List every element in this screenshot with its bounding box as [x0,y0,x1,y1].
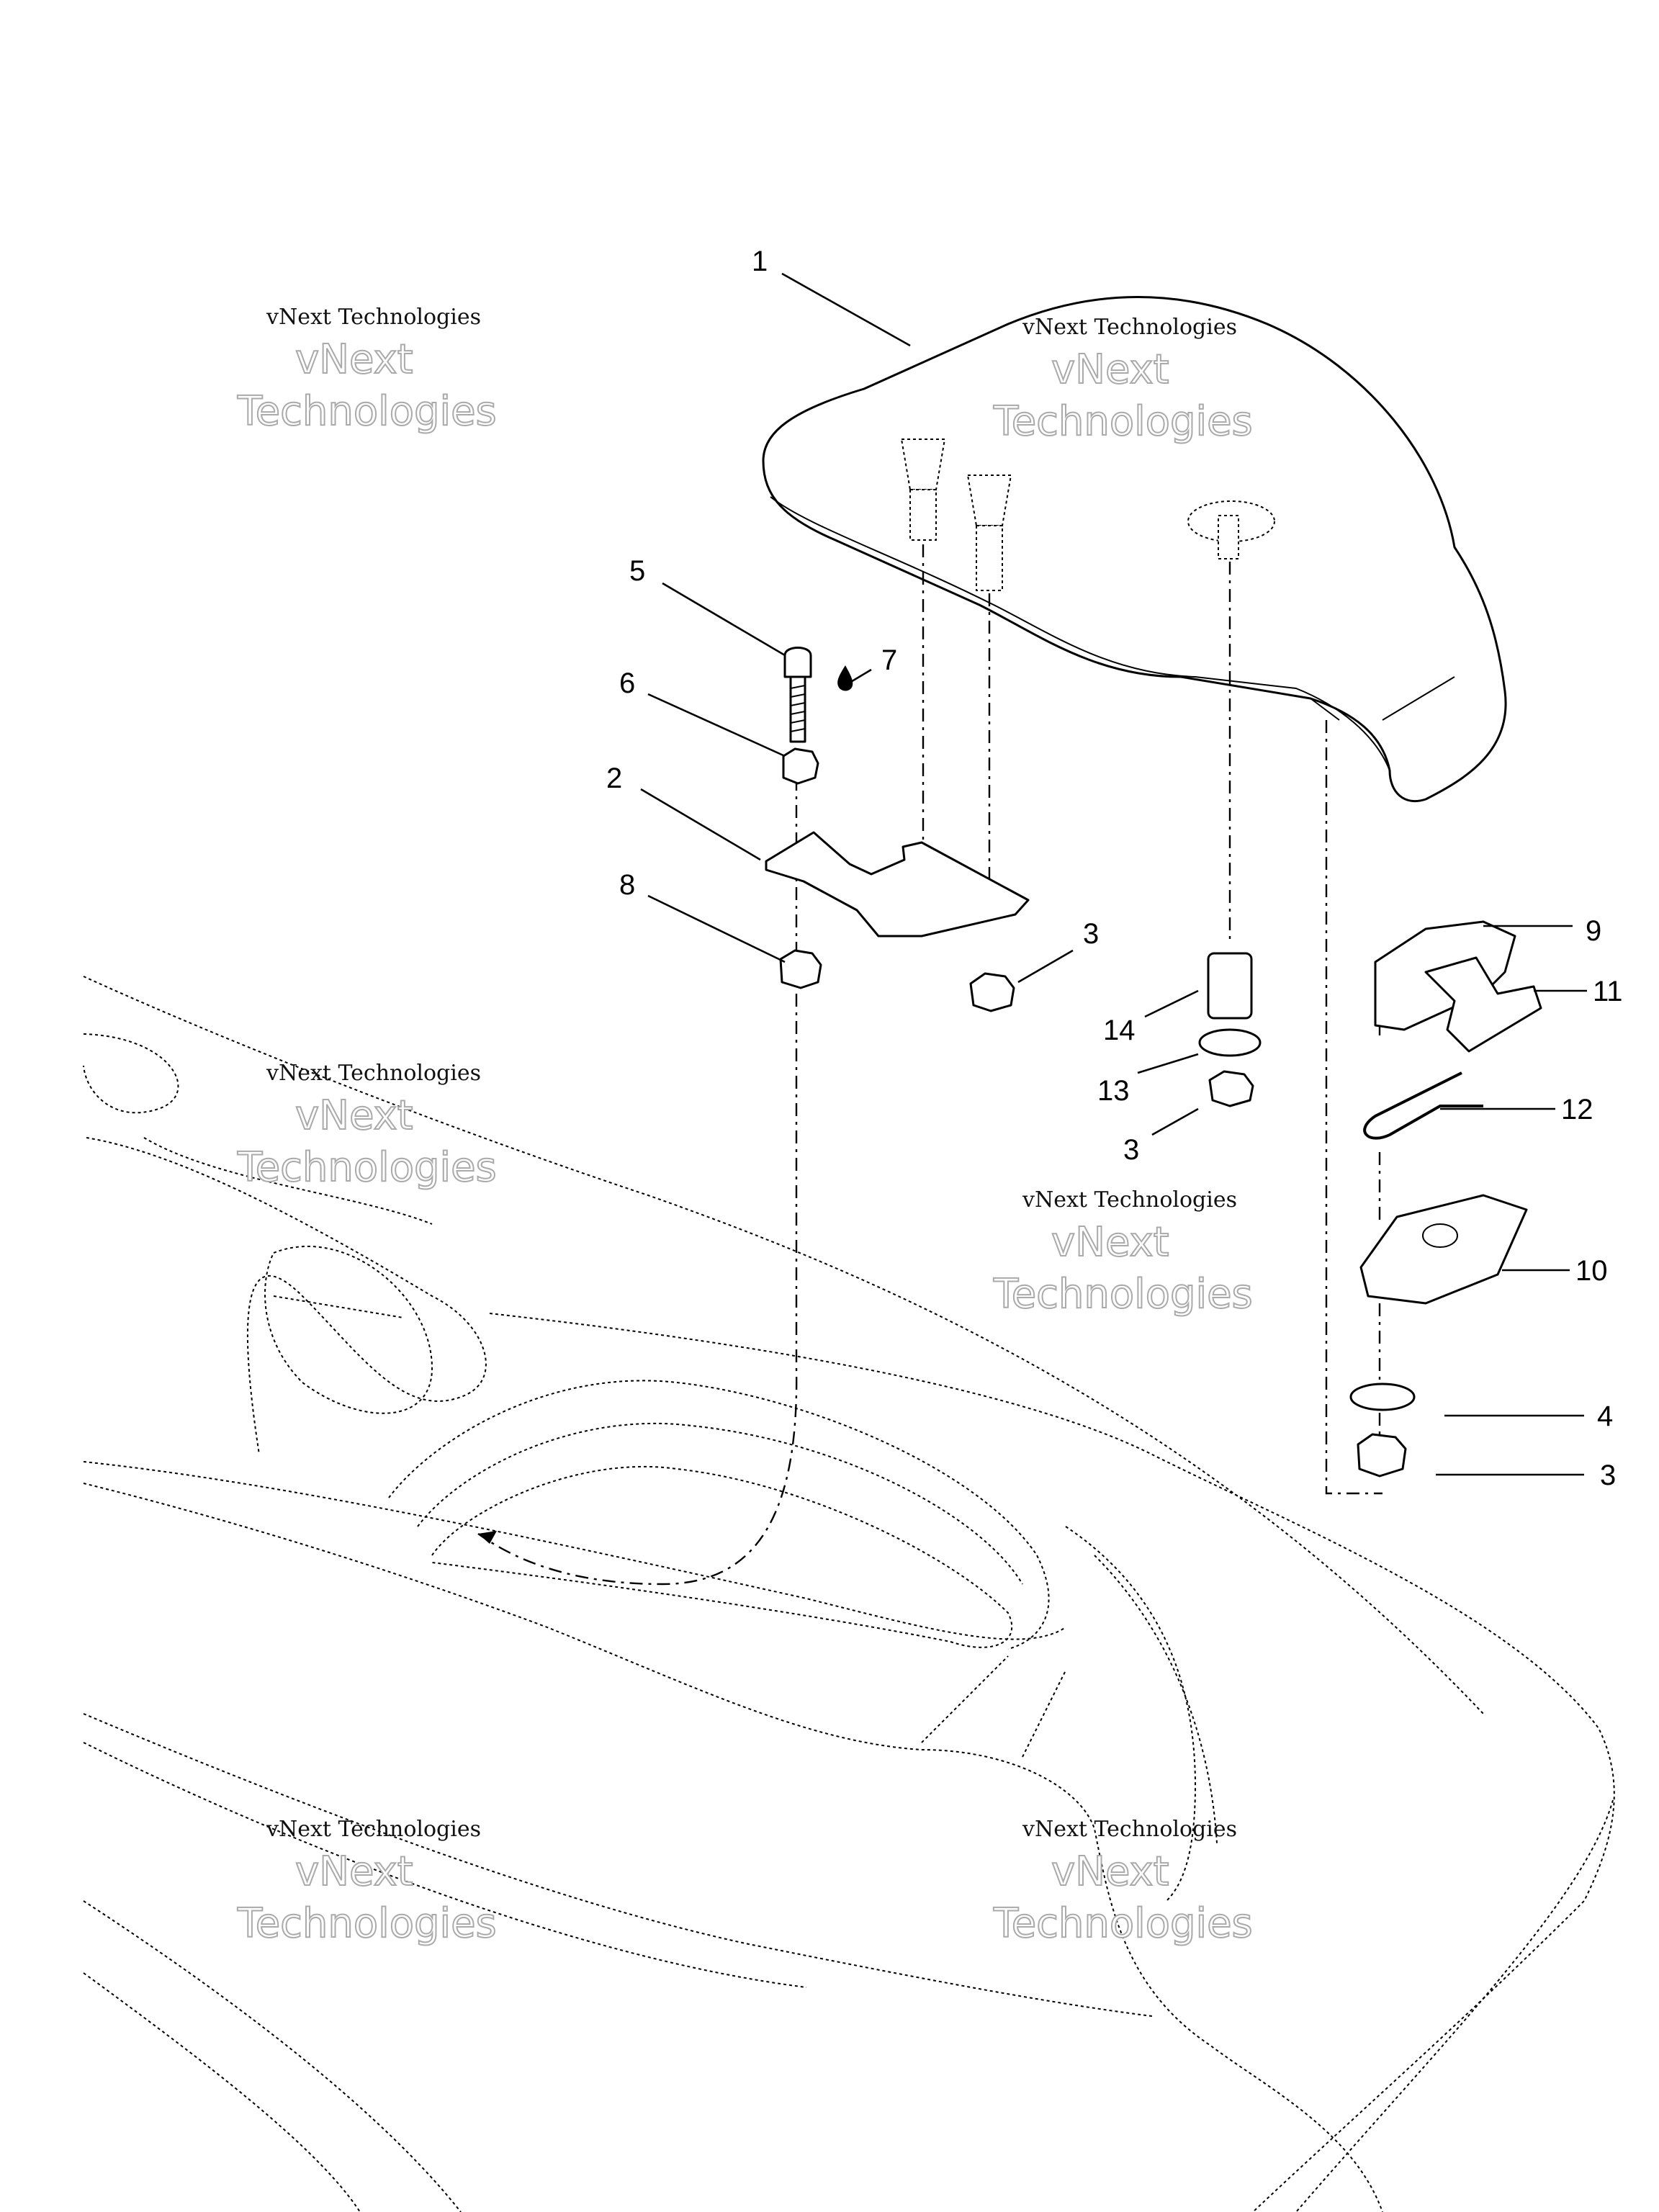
watermark-big-line2: Technologies [237,388,497,435]
callout-8: 8 [619,869,635,901]
callout-3: 3 [1600,1460,1616,1491]
part-11-clip [1424,956,1542,1053]
part-1-cover [762,296,1507,803]
watermark-small: vNext Technologies [1022,1817,1237,1842]
callout-12: 12 [1561,1094,1593,1125]
part-6-nut [782,747,819,785]
part-2-bracket [765,831,1030,938]
watermark: vNext Technologies vNext Technologies [236,1817,498,1948]
watermark: vNext Technologies vNext Technologies [236,1061,498,1192]
callout-1: 1 [752,246,768,277]
watermark-big-line2: Technologies [993,1271,1253,1318]
callout-3: 3 [1083,918,1099,950]
callout-11: 11 [1593,976,1623,1007]
callouts: 1 5 7 6 2 8 3 14 13 3 9 11 12 10 4 3 [606,246,1623,1491]
callout-3: 3 [1123,1134,1139,1166]
watermark: vNext Technologies vNext Technologies [236,305,498,436]
watermark-small: vNext Technologies [1022,315,1237,340]
callout-6: 6 [619,667,635,699]
callout-9: 9 [1586,915,1601,947]
callout-4: 4 [1597,1401,1613,1432]
callout-7: 7 [881,644,897,676]
watermark-small: vNext Technologies [266,1817,481,1842]
watermark-big-line1: vNext [295,1848,413,1895]
hull-outline [83,976,1615,2212]
leader-lines [640,272,1587,1476]
part-4-washer [1349,1382,1416,1411]
assembly-lines [477,544,1382,1586]
part-10-hole [1422,1223,1458,1248]
callout-2: 2 [606,763,622,794]
watermark-small: vNext Technologies [1022,1187,1237,1213]
watermark-big-line2: Technologies [993,398,1253,445]
watermark-big-line2: Technologies [993,1900,1253,1947]
part-3-nut-3 [1357,1433,1407,1478]
part-5-bolt [783,647,812,743]
callout-5: 5 [629,555,645,587]
watermark-big-line1: vNext [295,1092,413,1139]
callout-10: 10 [1575,1255,1608,1287]
watermark-big-line2: Technologies [237,1144,497,1191]
part-13-washer [1198,1028,1262,1057]
part-10-latch-base [1359,1194,1528,1305]
part-14-spacer [1207,952,1253,1020]
part-3-nut [969,972,1015,1012]
watermark: vNext Technologies vNext Technologies [992,315,1254,446]
watermark-big-line1: vNext [1051,1848,1169,1895]
watermark: vNext Technologies vNext Technologies [992,1187,1254,1318]
watermark-big-line2: Technologies [237,1900,497,1947]
oil-drop-icon [837,665,853,691]
part-8-nut [779,949,822,989]
callout-14: 14 [1103,1015,1136,1046]
watermark-small: vNext Technologies [266,305,481,330]
watermark-big-line1: vNext [295,336,413,383]
watermark-small: vNext Technologies [266,1061,481,1086]
watermark-big-line1: vNext [1051,1219,1169,1266]
watermark-big-line1: vNext [1051,346,1169,393]
part-12-pin [1363,1071,1483,1140]
part-3-nut-2 [1208,1070,1254,1107]
callout-13: 13 [1097,1075,1130,1107]
watermark: vNext Technologies vNext Technologies [992,1817,1254,1948]
